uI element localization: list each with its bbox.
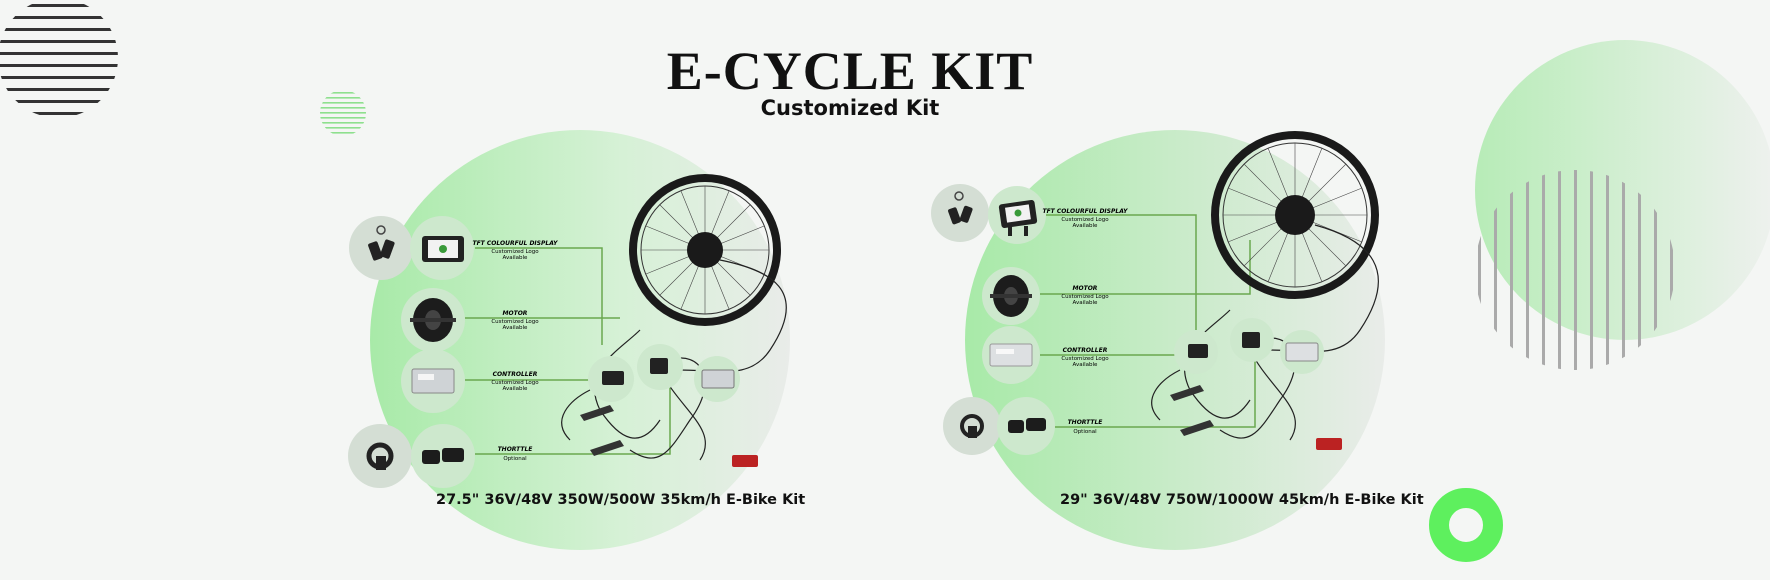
- controller-icon: [411, 368, 455, 394]
- kit2-part-note: Optional: [1073, 429, 1097, 435]
- keychain-icon: [948, 191, 973, 225]
- kit1-part-label: TFT COLOURFUL DISPLAY: [472, 240, 558, 247]
- tail-light-icon: [1316, 438, 1342, 450]
- page-subtitle: Customized Kit: [760, 96, 940, 120]
- brake-lever-icon: [1180, 420, 1214, 436]
- mini-display-icon: [1188, 344, 1208, 358]
- kit1-part-note: Optional: [503, 456, 527, 462]
- brake-lever-icon: [590, 440, 624, 456]
- kit1-part-note: Available: [503, 255, 529, 261]
- kit2-part-label: TFT COLOURFUL DISPLAY: [1042, 208, 1128, 215]
- kit1-part-note: Available: [503, 386, 529, 392]
- kit1-part-label: MOTOR: [503, 310, 528, 317]
- kit2-caption: 29" 36V/48V 750W/1000W 45km/h E-Bike Kit: [1060, 492, 1424, 508]
- keychain-circle: [931, 184, 989, 242]
- kit2-part-note: Customized Logo: [1061, 294, 1109, 300]
- mini-display-icon: [602, 371, 624, 385]
- display-icon: [998, 199, 1038, 236]
- kit2-part-label: CONTROLLER: [1063, 347, 1108, 354]
- throttle-icon: [1008, 418, 1046, 433]
- mini-controller-icon: [1285, 342, 1319, 362]
- display-icon: [422, 236, 464, 262]
- brake-lever-icon: [580, 405, 614, 421]
- kit2-part-label: MOTOR: [1073, 285, 1098, 292]
- controller-icon: [989, 343, 1033, 367]
- kit1-part-label: THORTTLE: [498, 446, 534, 453]
- kit2-part-note: Customized Logo: [1061, 217, 1109, 223]
- motor-icon: [990, 275, 1032, 317]
- tail-light-icon: [732, 455, 758, 467]
- mini-throttle-icon: [1242, 332, 1260, 348]
- kit1-part-note: Available: [503, 325, 529, 331]
- mini-controller-icon: [701, 369, 735, 389]
- throttle-icon: [422, 448, 464, 464]
- kit2-part-note: Available: [1073, 223, 1099, 229]
- kit1-part-label: CONTROLLER: [493, 371, 538, 378]
- keychain-circle: [349, 216, 413, 280]
- kit1-diagram: TFT COLOURFUL DISPLAY Customized Logo Av…: [348, 174, 787, 488]
- striped-circle-topleft: [0, 4, 118, 115]
- kit1-part-note: Customized Logo: [491, 380, 539, 386]
- motor-icon: [410, 298, 456, 342]
- brake-lever-icon: [1170, 385, 1204, 401]
- mini-throttle-icon: [650, 358, 668, 374]
- kit2-part-note: Customized Logo: [1061, 356, 1109, 362]
- wheel-icon: [629, 174, 781, 326]
- kit2-part-note: Available: [1073, 362, 1099, 368]
- kit1-caption: 27.5" 36V/48V 350W/500W 35km/h E-Bike Ki…: [436, 492, 806, 508]
- kit1-bg-circle: [370, 130, 790, 550]
- striped-circle-small-green: [320, 92, 366, 134]
- green-ring: [1429, 488, 1503, 562]
- wheel-icon: [1211, 131, 1379, 299]
- brake-sensor-icon: [366, 442, 394, 470]
- kit2-connector-lines: [1040, 214, 1256, 428]
- kit1-part-note: Customized Logo: [491, 319, 539, 325]
- page-title: E-CYCLE KIT: [666, 41, 1034, 101]
- brake-sensor-icon: [960, 414, 984, 438]
- kit2-part-note: Available: [1073, 300, 1099, 306]
- kit2-part-label: THORTTLE: [1068, 419, 1104, 426]
- kit1-part-note: Customized Logo: [491, 249, 539, 255]
- kit2-diagram: TFT COLOURFUL DISPLAY Customized Logo Av…: [931, 131, 1379, 455]
- striped-circle-right: [1478, 170, 1673, 370]
- keychain-icon: [368, 225, 395, 261]
- kit2-bg-circle: [965, 130, 1385, 550]
